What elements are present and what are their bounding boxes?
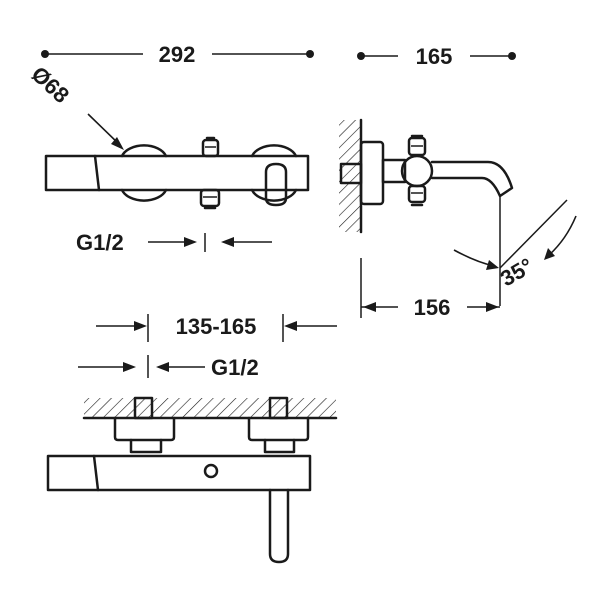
spout-top-view bbox=[268, 488, 290, 564]
diverter-knob-bottom bbox=[199, 188, 221, 210]
right-handle-bottom bbox=[250, 188, 298, 202]
inlet-thread-top-label: G1/2 bbox=[211, 355, 259, 380]
wall-hatch-side bbox=[339, 120, 361, 232]
inlet-centers-dimension: 135-165 bbox=[96, 314, 337, 342]
depth-label: 165 bbox=[416, 44, 453, 69]
depth-dimension: 165 bbox=[357, 44, 516, 69]
mixer-body-top bbox=[46, 454, 312, 492]
inlet-thread-top-dimension: G1/2 bbox=[78, 355, 259, 380]
spout-projection-label: 156 bbox=[414, 295, 451, 320]
left-inlet-nut bbox=[133, 396, 154, 420]
diverter-top-view bbox=[203, 463, 219, 479]
valve-body-side bbox=[400, 154, 434, 188]
inlet-thread-front-dimension: G1/2 bbox=[76, 230, 272, 255]
left-handle-top bbox=[120, 144, 168, 158]
right-handle-top bbox=[250, 144, 298, 158]
left-escutcheon bbox=[113, 416, 176, 442]
left-handle-bottom bbox=[120, 188, 168, 202]
spout-angle-dimension: 35° bbox=[453, 196, 577, 306]
mixer-body bbox=[44, 154, 310, 192]
overall-width-label: 292 bbox=[159, 42, 196, 67]
bottom-knob-side bbox=[407, 184, 427, 207]
spout-side bbox=[430, 160, 514, 198]
spout-angle-label: 35° bbox=[496, 253, 537, 291]
right-escutcheon bbox=[247, 416, 310, 442]
escutcheon bbox=[359, 140, 385, 206]
top-view: 135-165 G1/2 bbox=[46, 314, 338, 564]
overall-width-dimension: 292 bbox=[41, 42, 314, 67]
top-knob-side bbox=[407, 134, 427, 157]
inlet-centers-label: 135-165 bbox=[176, 314, 257, 339]
wall-hatch-top bbox=[84, 398, 336, 418]
handle-diameter-label: Ø68 bbox=[27, 61, 74, 108]
diverter-knob-top bbox=[201, 136, 220, 158]
front-view: 292 Ø68 G1/2 bbox=[27, 42, 314, 255]
right-inlet-nut bbox=[268, 396, 289, 420]
right-coupler bbox=[263, 438, 296, 454]
spout-projection-dimension: 156 bbox=[360, 258, 500, 320]
spout-front bbox=[264, 162, 288, 207]
left-coupler bbox=[129, 438, 163, 454]
inlet-thread-front-label: G1/2 bbox=[76, 230, 124, 255]
side-view: 165 bbox=[339, 44, 577, 320]
handle-diameter-dimension: Ø68 bbox=[27, 61, 124, 150]
connector bbox=[381, 158, 407, 184]
